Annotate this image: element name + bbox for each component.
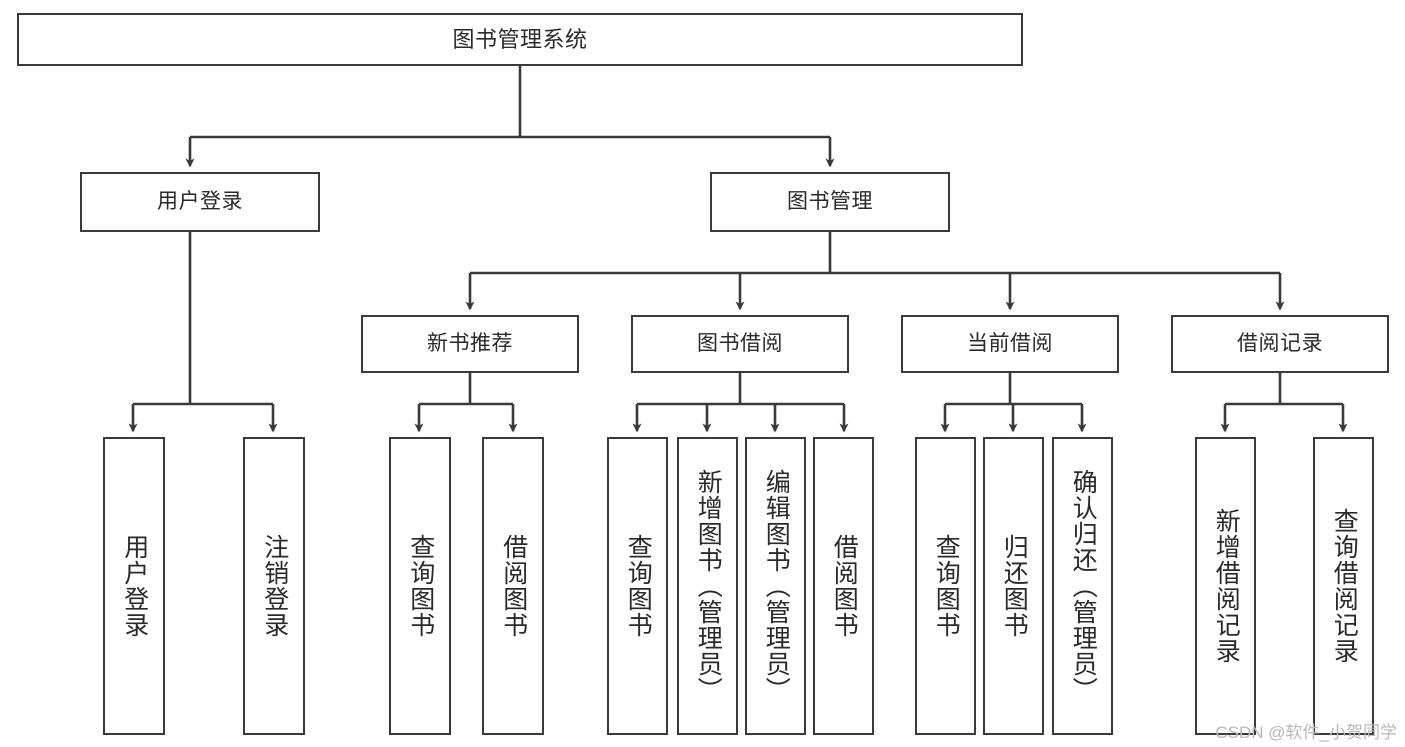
node-label: 图书借阅 bbox=[697, 331, 783, 355]
node-label: 新增图书（管理员） bbox=[694, 469, 723, 703]
node-current-borrow[interactable]: 当前借阅 bbox=[901, 315, 1119, 373]
node-label: 确认归还（管理员） bbox=[1069, 469, 1098, 703]
leaf-query-borrow-record[interactable]: 查询借阅记录 bbox=[1313, 437, 1374, 735]
node-book-borrow[interactable]: 图书借阅 bbox=[631, 315, 849, 373]
leaf-query-book-recommend[interactable]: 查询图书 bbox=[389, 437, 451, 735]
node-root-book-management-system[interactable]: 图书管理系统 bbox=[17, 13, 1023, 66]
leaf-add-book-admin[interactable]: 新增图书（管理员） bbox=[677, 437, 738, 735]
leaf-logout-login[interactable]: 注销登录 bbox=[243, 437, 305, 735]
leaf-confirm-return-admin[interactable]: 确认归还（管理员） bbox=[1052, 437, 1113, 735]
node-label: 用户登录 bbox=[120, 534, 149, 638]
node-label: 查询借阅记录 bbox=[1330, 508, 1359, 664]
node-borrow-record[interactable]: 借阅记录 bbox=[1171, 315, 1389, 373]
node-label: 查询图书 bbox=[932, 534, 961, 638]
node-label: 当前借阅 bbox=[967, 331, 1053, 355]
node-book-management[interactable]: 图书管理 bbox=[710, 172, 950, 232]
leaf-borrow-book[interactable]: 借阅图书 bbox=[813, 437, 874, 735]
node-label: 查询图书 bbox=[624, 534, 653, 638]
node-label: 图书管理系统 bbox=[452, 26, 588, 52]
node-label: 用户登录 bbox=[157, 189, 243, 213]
node-label: 借阅记录 bbox=[1237, 331, 1323, 355]
leaf-return-book[interactable]: 归还图书 bbox=[983, 437, 1044, 735]
node-label: 借阅图书 bbox=[830, 534, 859, 638]
node-label: 查询图书 bbox=[406, 534, 435, 638]
node-new-book-recommend[interactable]: 新书推荐 bbox=[361, 315, 579, 373]
node-label: 新增借阅记录 bbox=[1212, 508, 1241, 664]
node-label: 归还图书 bbox=[1000, 534, 1029, 638]
leaf-user-login[interactable]: 用户登录 bbox=[103, 437, 165, 735]
node-label: 注销登录 bbox=[260, 534, 289, 638]
node-label: 编辑图书（管理员） bbox=[762, 469, 791, 703]
node-label: 图书管理 bbox=[787, 189, 873, 213]
leaf-add-borrow-record[interactable]: 新增借阅记录 bbox=[1195, 437, 1256, 735]
csdn-watermark: CSDN @软件_小贺同学 bbox=[1215, 723, 1397, 742]
leaf-query-book-current[interactable]: 查询图书 bbox=[915, 437, 976, 735]
leaf-borrow-book-recommend[interactable]: 借阅图书 bbox=[482, 437, 544, 735]
node-user-login[interactable]: 用户登录 bbox=[80, 172, 320, 232]
node-label: 新书推荐 bbox=[427, 331, 513, 355]
leaf-query-book-borrow[interactable]: 查询图书 bbox=[607, 437, 668, 735]
leaf-edit-book-admin[interactable]: 编辑图书（管理员） bbox=[745, 437, 806, 735]
node-label: 借阅图书 bbox=[499, 534, 528, 638]
